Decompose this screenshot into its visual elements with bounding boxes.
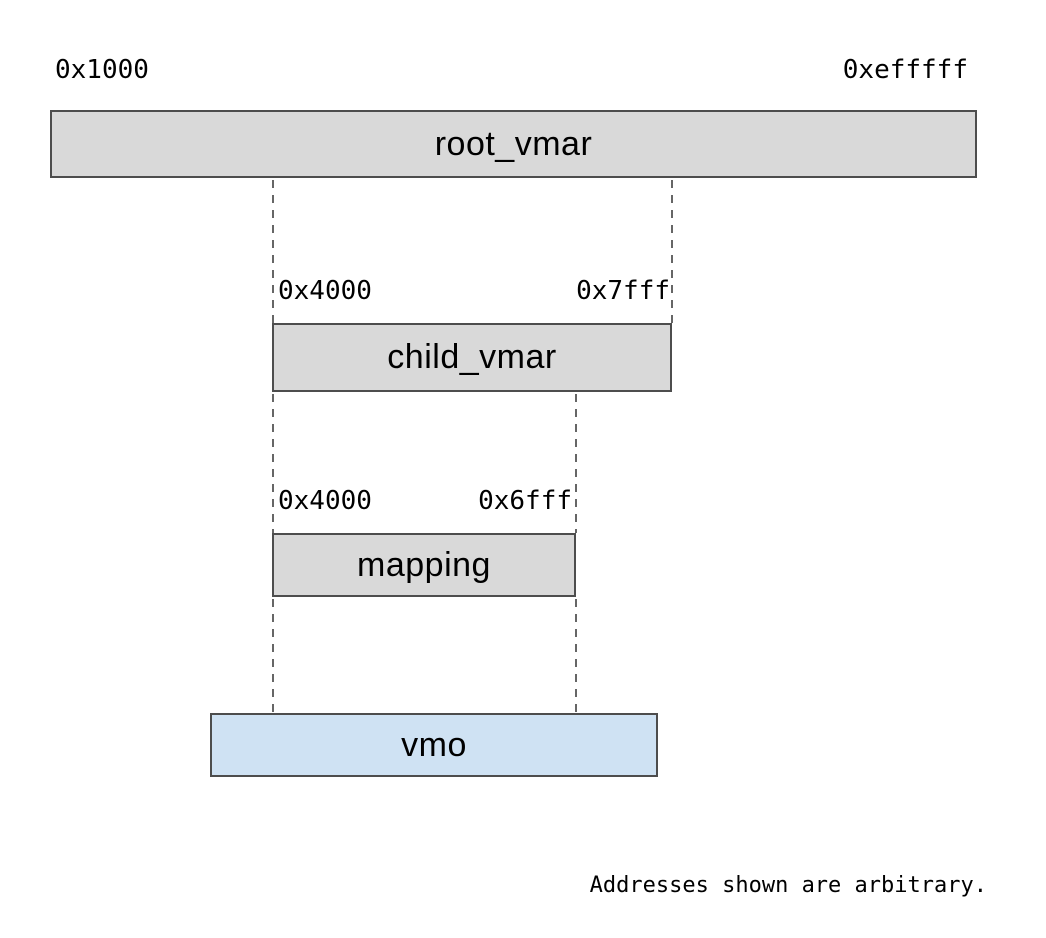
- dashed-connector-root-to-child-left: [272, 180, 274, 323]
- child-vmar-label: child_vmar: [387, 338, 557, 376]
- mapping-address-row: 0x4000 0x6fff: [278, 486, 572, 516]
- vmo-box: vmo: [210, 713, 658, 777]
- child-vmar-box: child_vmar: [272, 323, 672, 392]
- child-vmar-address-row: 0x4000 0x7fff: [278, 276, 670, 306]
- dashed-connector-mapping-to-vmo-right: [575, 599, 577, 713]
- footnote-text: Addresses shown are arbitrary.: [589, 873, 987, 898]
- mapping-end-address: 0x6fff: [478, 486, 572, 516]
- root-vmar-start-address: 0x1000: [55, 55, 149, 85]
- dashed-connector-child-to-mapping-right: [575, 394, 577, 533]
- root-vmar-end-address: 0xefffff: [842, 55, 968, 85]
- dashed-connector-mapping-to-vmo-left: [272, 599, 274, 713]
- root-vmar-box: root_vmar: [50, 110, 977, 178]
- root-vmar-label: root_vmar: [434, 124, 593, 163]
- mapping-label: mapping: [357, 545, 491, 584]
- mapping-box: mapping: [272, 533, 576, 597]
- dashed-connector-child-to-mapping-left: [272, 394, 274, 533]
- child-vmar-end-address: 0x7fff: [576, 276, 670, 306]
- dashed-connector-root-to-child-right: [671, 180, 673, 323]
- mapping-start-address: 0x4000: [278, 486, 372, 516]
- child-vmar-start-address: 0x4000: [278, 276, 372, 306]
- vmo-label: vmo: [401, 725, 467, 764]
